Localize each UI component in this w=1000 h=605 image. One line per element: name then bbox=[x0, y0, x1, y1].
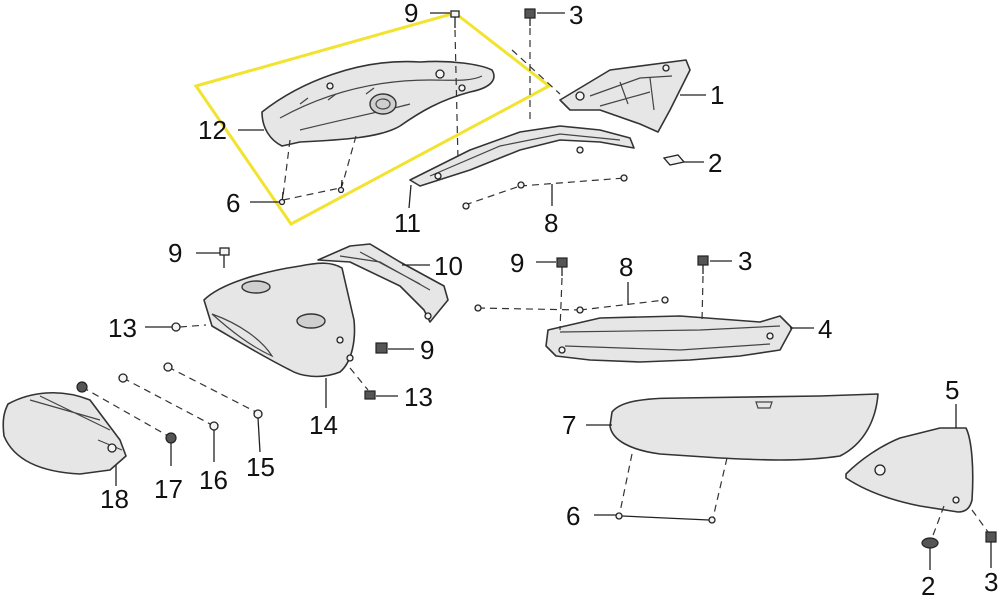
bolt-8-right[interactable] bbox=[474, 296, 669, 314]
part-18-front-lower[interactable] bbox=[2, 391, 127, 475]
dashed-guide bbox=[282, 139, 291, 197]
screw-13-low[interactable] bbox=[364, 390, 376, 400]
dashed-guide bbox=[559, 277, 563, 331]
callout-9-right: 9 bbox=[510, 248, 524, 278]
callout-15: 15 bbox=[246, 452, 275, 482]
clip-2-bottom[interactable] bbox=[921, 537, 939, 549]
callout-11: 11 bbox=[394, 208, 421, 238]
dashed-guide bbox=[167, 366, 259, 414]
clip-3-bottom[interactable] bbox=[985, 531, 997, 543]
bolt-9-top[interactable] bbox=[450, 10, 460, 28]
callout-13-low: 13 bbox=[404, 382, 433, 412]
part-11-rail[interactable] bbox=[409, 125, 635, 187]
clip-3-top[interactable] bbox=[524, 8, 536, 26]
clip-3-right[interactable] bbox=[697, 255, 709, 274]
dashed-guide bbox=[701, 275, 704, 323]
part-1-side-bracket[interactable] bbox=[559, 59, 691, 133]
part-12-seat-base[interactable] bbox=[261, 60, 495, 147]
bolt-9-left[interactable] bbox=[219, 247, 230, 268]
part-4-long-rail[interactable] bbox=[545, 315, 793, 363]
dashed-guide bbox=[519, 177, 626, 187]
callout-16: 16 bbox=[199, 465, 228, 495]
dashed-guide bbox=[477, 307, 581, 311]
part-5-side-panel[interactable] bbox=[845, 427, 974, 513]
callout-8-right: 8 bbox=[619, 252, 633, 282]
dashed-guide bbox=[619, 453, 633, 513]
callout-9-top: 9 bbox=[404, 0, 418, 28]
bolt-8-top[interactable] bbox=[462, 174, 628, 210]
dashed-guide bbox=[511, 49, 561, 95]
callout-2-mid: 2 bbox=[708, 148, 722, 178]
dashed-guide bbox=[341, 135, 357, 187]
leader-11 bbox=[408, 184, 412, 209]
callout-14: 14 bbox=[309, 410, 338, 440]
callout-3-bottom: 3 bbox=[984, 567, 998, 597]
callout-18: 18 bbox=[100, 484, 129, 514]
callout-8-top: 8 bbox=[544, 208, 558, 238]
dashed-guide bbox=[81, 386, 171, 438]
washer-17[interactable] bbox=[76, 381, 177, 444]
dashed-guide bbox=[931, 505, 945, 539]
dashed-guide bbox=[579, 299, 666, 311]
callout-9-mid: 9 bbox=[420, 335, 434, 365]
callout-9-left: 9 bbox=[168, 238, 182, 268]
part-7-lower-panel[interactable] bbox=[609, 393, 879, 461]
callout-2-bottom: 2 bbox=[921, 571, 935, 600]
bolt-9-right[interactable] bbox=[556, 257, 568, 276]
callout-5: 5 bbox=[945, 375, 959, 405]
dashed-guide bbox=[454, 29, 459, 161]
dashed-guide bbox=[464, 185, 521, 206]
callout-6-top: 6 bbox=[226, 188, 240, 218]
dashed-guide bbox=[712, 457, 728, 519]
clip-2-mid[interactable] bbox=[662, 154, 686, 166]
washer-16[interactable] bbox=[118, 373, 219, 431]
bolt-15[interactable] bbox=[163, 362, 263, 419]
callout-4: 4 bbox=[818, 314, 832, 344]
callout-7: 7 bbox=[562, 410, 576, 440]
callout-12: 12 bbox=[198, 115, 227, 145]
callout-13-left: 13 bbox=[108, 313, 137, 343]
dashed-guide bbox=[971, 509, 989, 533]
callout-10: 10 bbox=[434, 251, 463, 281]
leader-15 bbox=[257, 417, 261, 453]
part-10-mount[interactable] bbox=[317, 243, 449, 323]
bolt-6-bottom[interactable] bbox=[615, 512, 716, 524]
part-14-front-cowl[interactable] bbox=[203, 262, 356, 378]
callout-1: 1 bbox=[710, 80, 724, 110]
selection-highlight-box[interactable] bbox=[193, 11, 552, 226]
bolt-9-mid[interactable] bbox=[375, 342, 388, 354]
bolt-6-top[interactable] bbox=[278, 179, 345, 206]
dashed-guide bbox=[349, 367, 369, 391]
callout-6-bottom: 6 bbox=[566, 501, 580, 531]
screw-13-left[interactable] bbox=[171, 322, 207, 332]
dashed-guide bbox=[122, 377, 215, 427]
callout-17: 17 bbox=[154, 474, 183, 504]
leader-6-bottom-link bbox=[621, 515, 710, 521]
dashed-guide bbox=[282, 187, 341, 201]
callout-3-right: 3 bbox=[738, 246, 752, 276]
callout-3-top: 3 bbox=[569, 0, 583, 30]
